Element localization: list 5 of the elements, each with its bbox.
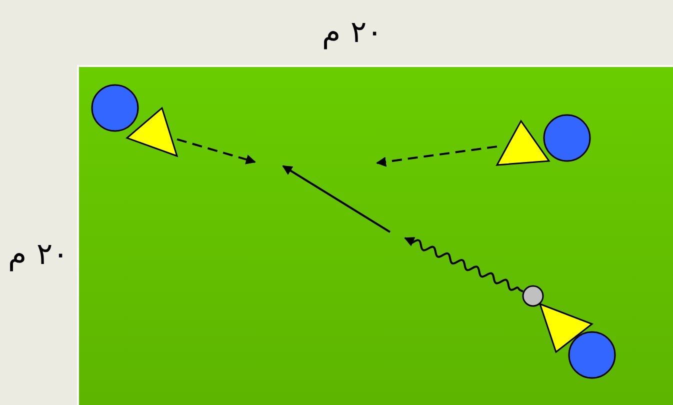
dimension-label: ٢٠ م [8, 240, 69, 270]
movement-arrow [404, 237, 524, 292]
movement-arrow [376, 146, 498, 167]
dimension-label: ٢٠ م [322, 18, 383, 48]
movement-arrow [176, 138, 256, 164]
